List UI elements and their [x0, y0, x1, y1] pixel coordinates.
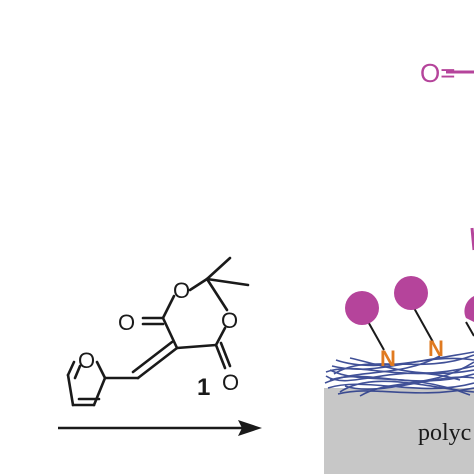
linker-2 — [413, 307, 434, 343]
magenta-sphere-3-partial — [464, 296, 474, 322]
carbonyl-oxygen-left: O — [118, 310, 135, 335]
compound-number: 1 — [197, 374, 210, 401]
ring-oxygen-top: O — [173, 278, 190, 303]
nitrogen-label-1: N — [380, 346, 396, 371]
fiber-network — [324, 351, 474, 397]
substrate-label: polyc — [418, 420, 471, 446]
magenta-sphere-2 — [394, 276, 428, 310]
ring-oxygen-right: O — [221, 308, 238, 333]
nitrogen-label-2: N — [428, 336, 444, 361]
furan-oxygen: O — [78, 348, 95, 373]
partial-linker — [465, 321, 474, 337]
reaction-arrow-head — [238, 420, 262, 436]
magenta-sphere-1 — [345, 291, 379, 325]
substrate-block — [324, 388, 474, 474]
compound-1-structure — [66, 256, 250, 407]
carbonyl-oxygen-right: O — [222, 370, 239, 395]
